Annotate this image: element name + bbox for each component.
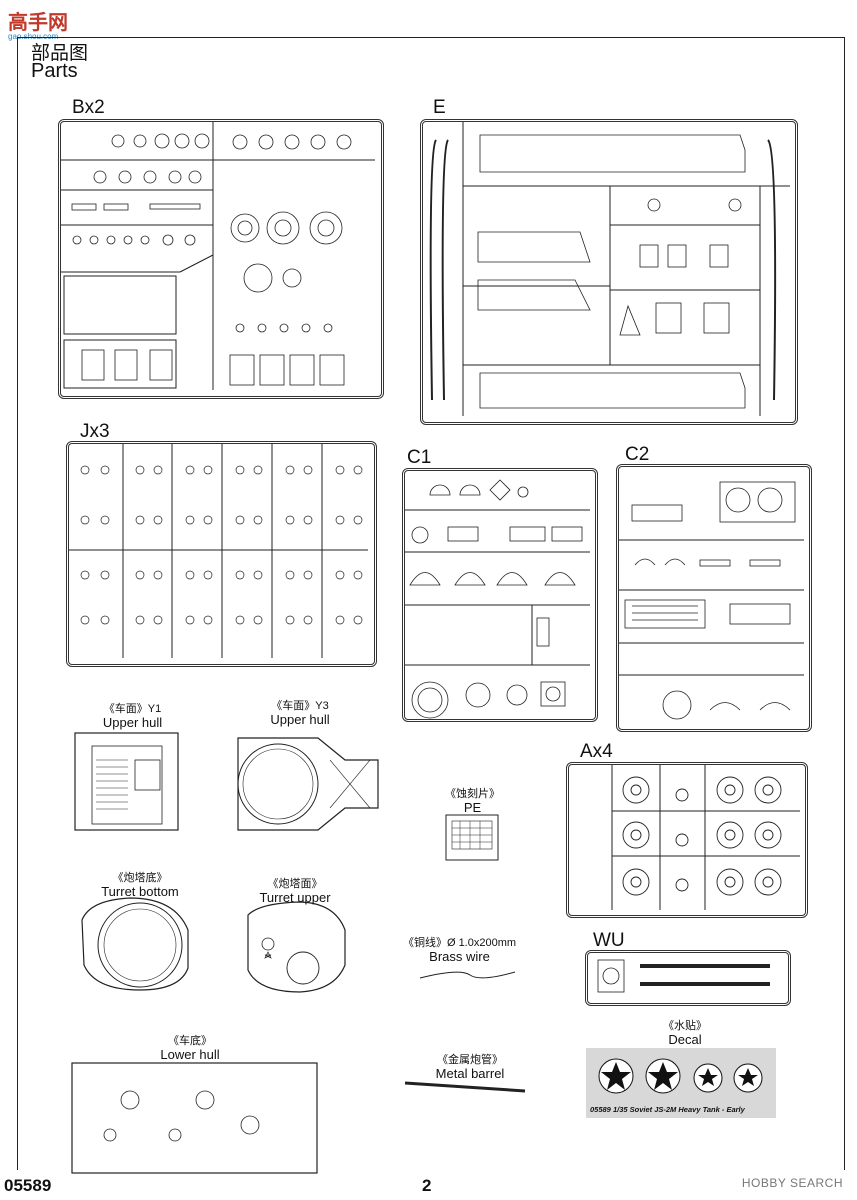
caption-metal-barrel: 《金属炮管》 Metal barrel [420,1054,520,1080]
sprue-label-c1: C1 [407,447,432,468]
title-en: Parts [31,60,78,82]
caption-y3-cn: 《车面》Y3 [271,700,329,712]
caption-decal-en: Decal [668,1032,702,1047]
sprue-label-e: E [433,97,446,118]
kit-number: 05589 [4,1176,52,1195]
caption-decal: 《水贴》 Decal [635,1020,735,1046]
decal-emblems [598,1058,763,1094]
logo-subtext: gao.shou.com [8,32,59,41]
caption-pe-cn: 《蚀刻片》 [445,788,500,800]
sprue-bx2 [58,119,384,399]
caption-turret-upper-en: Turret upper [259,890,331,905]
watermark: HOBBY SEARCH [741,1176,843,1190]
caption-pe-en: PE [463,800,482,815]
caption-brass-wire: 《铜线》Ø 1.0x200mm Brass wire [392,937,527,963]
caption-brass-wire-en: Brass wire [429,949,490,964]
caption-turret-upper: 《炮塔面》 Turret upper [245,878,345,904]
caption-metal-barrel-en: Metal barrel [435,1066,505,1081]
caption-lower-hull: 《车底》 Lower hull [140,1035,240,1061]
site-logo: 高手网 gao.shou.com [8,6,68,41]
sprue-label-ax4: Ax4 [580,741,613,762]
logo-text: 高手网 [8,12,68,34]
caption-y3-en: Upper hull [270,712,330,727]
caption-turret-bottom-en: Turret bottom [101,884,179,899]
caption-turret-upper-cn: 《炮塔面》 [267,878,323,890]
sprue-label-wu: WU [593,930,625,951]
caption-y1: 《车面》Y1 Upper hull [85,703,180,729]
caption-brass-wire-cn: 《铜线》Ø 1.0x200mm [402,937,517,949]
caption-y1-en: Upper hull [102,715,163,730]
sprue-label-bx2: Bx2 [72,97,105,118]
caption-decal-cn: 《水贴》 [663,1020,707,1032]
caption-lower-hull-en: Lower hull [160,1047,220,1062]
decal-sheet: 05589 1/35 Soviet JS-2M Heavy Tank - Ear… [586,1048,776,1118]
caption-metal-barrel-cn: 《金属炮管》 [437,1054,503,1066]
caption-y3: 《车面》Y3 Upper hull [250,700,350,726]
caption-turret-bottom-cn: 《炮塔底》 [112,872,168,884]
sprue-label-jx3: Jx3 [80,421,110,442]
sprue-label-c2: C2 [625,444,650,465]
page-frame [17,37,845,1170]
sprue-wu [585,950,791,1006]
page-number: 2 [422,1176,432,1195]
caption-turret-bottom: 《炮塔底》 Turret bottom [85,872,195,898]
decal-sheet-title: 05589 1/35 Soviet JS-2M Heavy Tank - Ear… [590,1105,745,1114]
caption-y1-cn: 《车面》Y1 [103,703,162,715]
caption-lower-hull-cn: 《车底》 [168,1035,212,1047]
sprue-e [420,119,798,425]
caption-pe: 《蚀刻片》 PE [435,788,510,814]
title-cn: 部品图 [31,43,89,64]
sprue-c2 [616,464,812,732]
